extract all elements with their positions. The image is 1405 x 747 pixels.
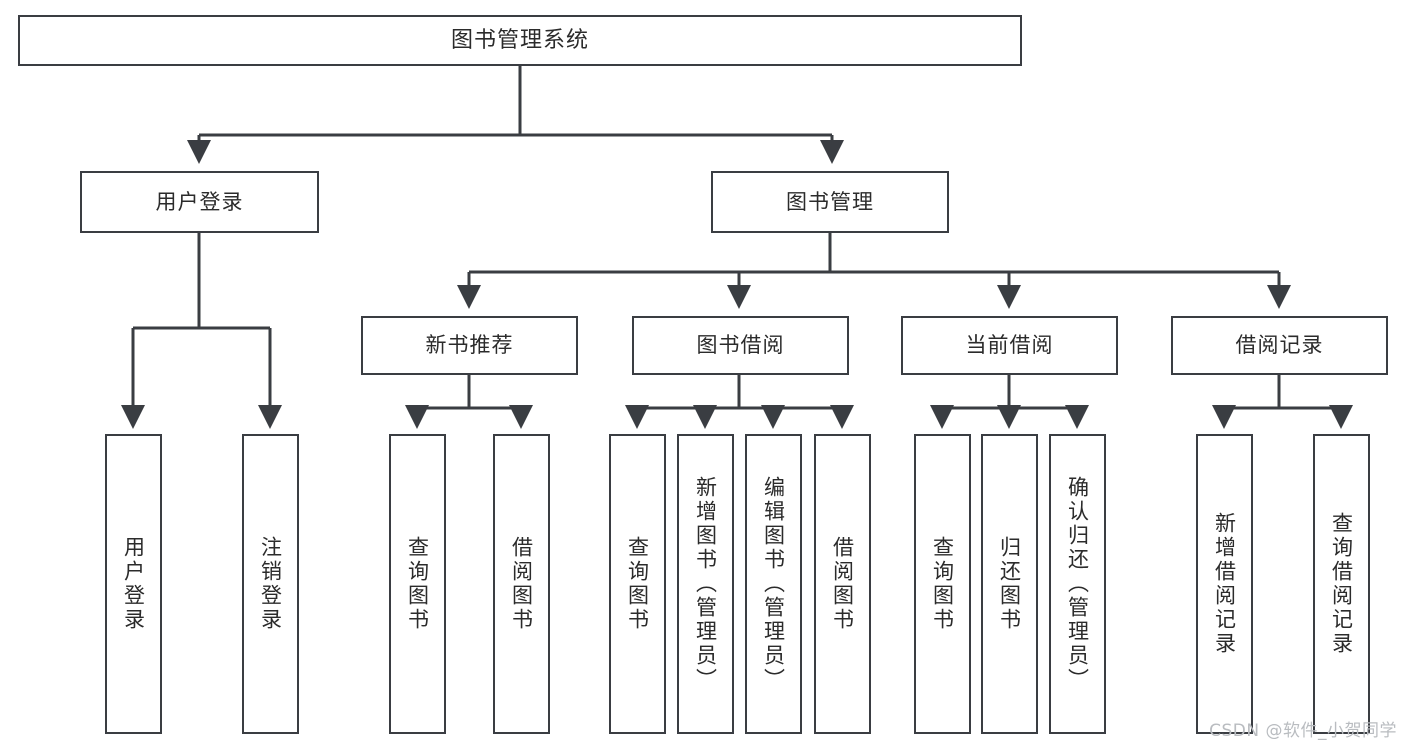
node-label: 查询图书 xyxy=(405,536,430,632)
node-label: 编辑图书（管理员） xyxy=(761,476,786,692)
leaf-confirm-return[interactable]: 确认归还（管理员） xyxy=(1049,434,1106,734)
node-book-management-system[interactable]: 图书管理系统 xyxy=(18,15,1022,66)
node-label: 新增图书（管理员） xyxy=(693,476,718,692)
node-label: 新增借阅记录 xyxy=(1212,512,1237,656)
node-label: 用户登录 xyxy=(155,189,244,214)
node-label: 图书管理系统 xyxy=(450,27,589,53)
leaf-query-record[interactable]: 查询借阅记录 xyxy=(1313,434,1370,734)
node-label: 用户登录 xyxy=(121,536,146,632)
node-book-borrow[interactable]: 图书借阅 xyxy=(632,316,849,375)
leaf-query-book-1[interactable]: 查询图书 xyxy=(389,434,446,734)
node-label: 注销登录 xyxy=(258,536,283,632)
leaf-return-book[interactable]: 归还图书 xyxy=(981,434,1038,734)
node-book-management[interactable]: 图书管理 xyxy=(711,171,949,233)
leaf-query-book-2[interactable]: 查询图书 xyxy=(609,434,666,734)
node-label: 图书管理 xyxy=(786,189,874,214)
leaf-borrow-book-1[interactable]: 借阅图书 xyxy=(493,434,550,734)
leaf-user-login[interactable]: 用户登录 xyxy=(105,434,162,734)
leaf-add-record[interactable]: 新增借阅记录 xyxy=(1196,434,1253,734)
node-label: 借阅记录 xyxy=(1235,333,1324,358)
node-current-borrow[interactable]: 当前借阅 xyxy=(901,316,1118,375)
leaf-query-book-3[interactable]: 查询图书 xyxy=(914,434,971,734)
leaf-logout-login[interactable]: 注销登录 xyxy=(242,434,299,734)
leaf-edit-book[interactable]: 编辑图书（管理员） xyxy=(745,434,802,734)
leaf-borrow-book-2[interactable]: 借阅图书 xyxy=(814,434,871,734)
node-label: 当前借阅 xyxy=(965,333,1054,358)
node-label: 新书推荐 xyxy=(425,333,514,358)
node-borrow-record[interactable]: 借阅记录 xyxy=(1171,316,1388,375)
node-label: 查询图书 xyxy=(625,536,650,632)
node-label: 借阅图书 xyxy=(830,536,855,632)
csdn-watermark: CSDN @软件_小贺同学 xyxy=(1209,721,1397,741)
leaf-add-book[interactable]: 新增图书（管理员） xyxy=(677,434,734,734)
node-label: 借阅图书 xyxy=(509,536,534,632)
node-label: 归还图书 xyxy=(997,536,1022,632)
node-label: 确认归还（管理员） xyxy=(1065,476,1090,692)
node-label: 查询图书 xyxy=(930,536,955,632)
node-label: 查询借阅记录 xyxy=(1329,512,1354,656)
node-new-book-recommend[interactable]: 新书推荐 xyxy=(361,316,578,375)
node-label: 图书借阅 xyxy=(696,333,785,358)
node-user-login[interactable]: 用户登录 xyxy=(80,171,319,233)
